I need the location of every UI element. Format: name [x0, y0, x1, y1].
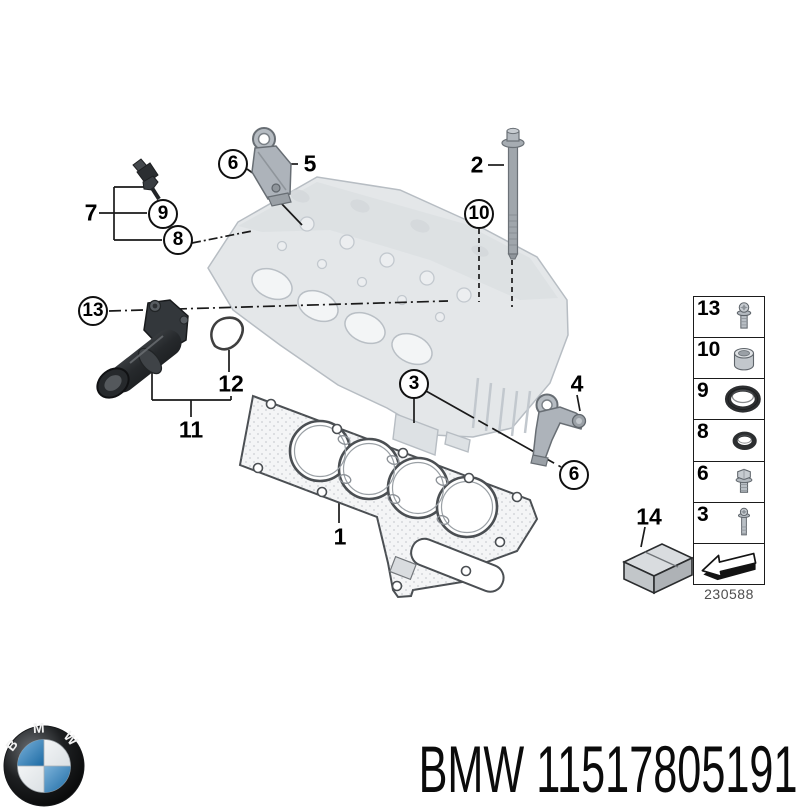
screw-icon — [737, 507, 751, 536]
callout-label-4: 4 — [570, 370, 584, 397]
legend-label-10: 10 — [697, 338, 721, 362]
callout-label-12: 12 — [218, 370, 244, 397]
callout-label-2: 2 — [470, 151, 484, 178]
head-gasket-illustration — [238, 394, 539, 599]
callout-label-1: 1 — [333, 523, 347, 550]
parts-legend-table: 13 10 9 8 — [693, 296, 765, 585]
legend-row-13: 13 — [694, 297, 764, 337]
callout-circle-8: 8 — [163, 225, 193, 255]
support-bracket-illustration — [530, 393, 587, 467]
coolant-pipe-illustration — [96, 299, 189, 399]
cylinder-head-illustration — [207, 176, 569, 456]
legend-label-13: 13 — [697, 297, 721, 320]
part-number-caption: BMW 11517805191 — [418, 732, 797, 806]
callout-circle-9: 9 — [148, 199, 178, 229]
legend-label-9: 9 — [697, 379, 709, 403]
drawing-number: 230588 — [704, 586, 754, 602]
legend-row-9: 9 — [694, 378, 764, 419]
legend-row-8: 8 — [694, 419, 764, 460]
legend-label-8: 8 — [697, 420, 709, 444]
oring-large-icon — [724, 385, 761, 413]
return-arrow-icon — [701, 552, 757, 581]
callout-circle-3: 3 — [399, 369, 429, 399]
callout-label-7: 7 — [84, 199, 98, 226]
sleeve-icon — [733, 348, 755, 371]
callout-circle-13: 13 — [78, 296, 108, 326]
leader-lines — [99, 163, 646, 548]
temperature-sensor-illustration — [132, 158, 161, 201]
legend-row-6: 6 — [694, 460, 764, 502]
profile-gasket-illustration — [210, 316, 244, 351]
oring-small-icon — [732, 432, 757, 451]
sealant-box-illustration — [622, 543, 694, 595]
callout-label-14: 14 — [636, 503, 662, 530]
callout-label-5: 5 — [303, 150, 317, 177]
callout-circle-6b: 6 — [559, 460, 589, 490]
legend-row-arrow — [694, 542, 764, 584]
hex-bolt-icon — [735, 468, 753, 493]
torx-bolt-icon — [736, 302, 752, 329]
lifting-bracket-illustration — [251, 127, 292, 207]
callout-label-11: 11 — [178, 416, 204, 443]
bmw-logo: B M W — [2, 720, 85, 807]
legend-row-3: 3 — [694, 501, 764, 543]
head-bolt-illustration — [501, 127, 525, 260]
legend-label-6: 6 — [697, 461, 709, 485]
legend-label-3: 3 — [697, 502, 709, 526]
callout-circle-6: 6 — [218, 149, 248, 179]
legend-row-10: 10 — [694, 337, 764, 378]
callout-circle-10: 10 — [464, 199, 494, 229]
